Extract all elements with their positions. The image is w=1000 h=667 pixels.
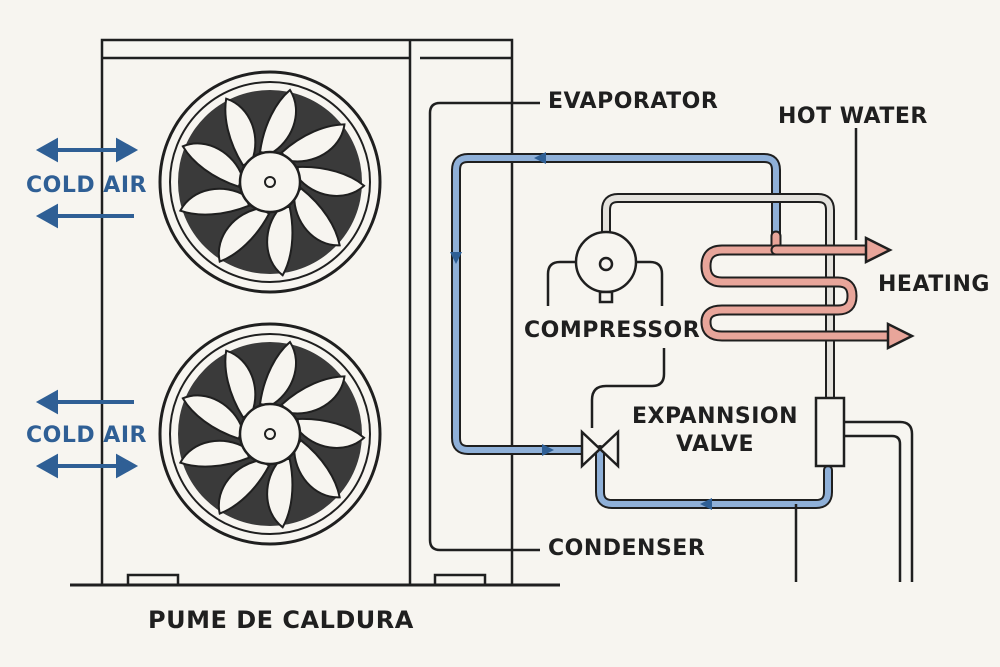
- fan-blade: [181, 142, 244, 188]
- refrigerant-loop-cold: [450, 152, 833, 510]
- fan-blade: [296, 417, 366, 449]
- arrow-icon: [35, 137, 139, 163]
- unit-foot-left: [126, 573, 180, 587]
- fan-blade: [266, 457, 294, 529]
- heat-exchanger-coil: [700, 230, 915, 351]
- expansion-valve-label: EXPANNSION VALVE: [630, 406, 800, 456]
- compressor-icon: [546, 230, 664, 306]
- arrow-icon: [864, 235, 893, 265]
- expansion-valve-icon: [580, 348, 666, 469]
- heating-label: HEATING: [878, 272, 990, 297]
- fan-blade: [266, 205, 294, 277]
- filter-drier: [794, 396, 914, 582]
- evaporator-coil: [428, 101, 540, 552]
- arrow-icon: [886, 321, 915, 351]
- condenser-label: CONDENSER: [548, 536, 706, 561]
- arrow-icon: [35, 389, 134, 415]
- compressor-label: COMPRESSOR: [524, 318, 701, 343]
- fan-icon: [158, 322, 382, 546]
- fan-blade: [178, 187, 251, 216]
- arrow-icon: [35, 453, 139, 479]
- evaporator-label: EVAPORATOR: [548, 89, 719, 114]
- arrow-icon: [35, 203, 134, 229]
- fan-icon: [158, 70, 382, 294]
- fan-blade: [280, 123, 346, 163]
- refrigerant-loop-hot: [601, 193, 835, 403]
- fan-blade: [217, 207, 271, 263]
- cold-air-label-bottom: COLD AIR: [26, 423, 147, 448]
- unit-foot-right: [433, 573, 487, 587]
- fan-blade: [280, 375, 346, 415]
- expansion-valve-label-line2: VALVE: [675, 432, 755, 457]
- fan-blade: [178, 439, 251, 468]
- fan-blade: [296, 165, 366, 197]
- fan-blade: [217, 459, 271, 515]
- caption: PUME DE CALDURA: [148, 606, 414, 634]
- hot-water-label: HOT WATER: [778, 104, 928, 129]
- cold-air-arrows: [35, 137, 139, 479]
- outdoor-unit: [70, 38, 560, 587]
- fan-blade: [293, 186, 341, 247]
- fan-blade: [181, 394, 244, 440]
- fan-blade: [258, 340, 298, 408]
- fan-blade: [224, 97, 257, 167]
- fan-blade: [258, 88, 298, 156]
- expansion-valve-label-line1: EXPANNSION: [631, 404, 799, 429]
- cold-air-label-top: COLD AIR: [26, 173, 147, 198]
- fan-blade: [293, 438, 341, 499]
- fan-blade: [224, 349, 257, 419]
